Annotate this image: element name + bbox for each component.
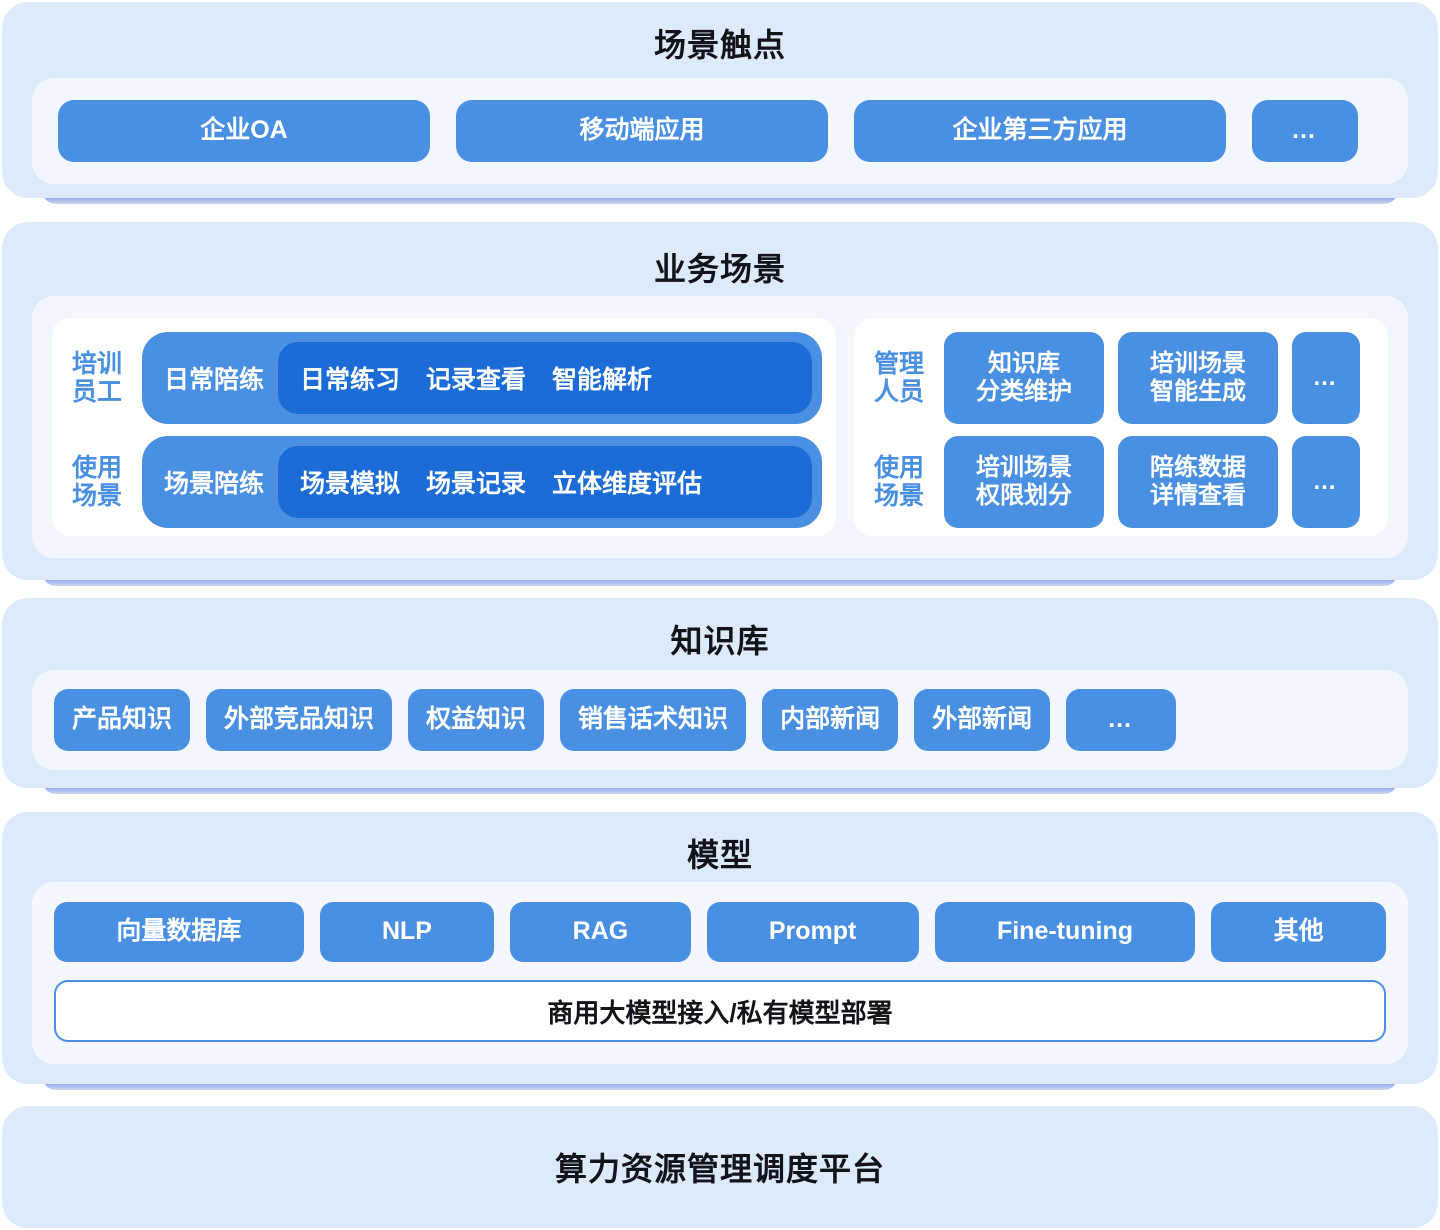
knowledge-item-product-knowledge[interactable]: 产品知识	[54, 689, 191, 751]
knowledge-item-sales-script-knowledge[interactable]: 销售话术知识	[560, 689, 747, 751]
model-item-rag[interactable]: RAG	[510, 902, 691, 962]
model-item-nlp[interactable]: NLP	[319, 902, 495, 962]
knowledge-item-external-competitor-knowledge[interactable]: 外部竞品知识	[206, 689, 393, 751]
knowledge-item-external-news[interactable]: 外部新闻	[914, 689, 1051, 751]
role-label-usage-scenario-right: 使用 场景	[873, 453, 924, 511]
layer-touchpoints: 场景触点 企业OA 移动端应用 企业第三方应用 …	[2, 2, 1438, 198]
usage-row-ellipsis-icon[interactable]: …	[1292, 436, 1360, 528]
touchpoint-item-third-party-app[interactable]: 企业第三方应用	[854, 100, 1226, 162]
usage-item-training-scenario-permission-division[interactable]: 培训场景 权限划分	[944, 436, 1104, 528]
role-label-usage-scenario-left: 使用 场景	[71, 453, 122, 511]
layer-title-compute: 算力资源管理调度平台	[554, 1151, 885, 1187]
model-pill-row: 向量数据库 NLP RAG Prompt Fine-tuning 其他	[54, 902, 1387, 962]
business-card: 培训 员工 日常陪练 日常练习 记录查看 智能解析 使用 场景 场景陪练	[32, 296, 1408, 558]
nested-item-daily-practice[interactable]: 日常练习	[300, 366, 401, 394]
nested-item-smart-analysis[interactable]: 智能解析	[552, 366, 653, 394]
knowledge-ellipsis-icon[interactable]: …	[1066, 689, 1177, 751]
nested-inner-scenario-coaching: 场景模拟 场景记录 立体维度评估	[278, 446, 812, 518]
nested-pill-daily-coaching[interactable]: 日常陪练 日常练习 记录查看 智能解析	[142, 332, 822, 424]
model-item-other[interactable]: 其他	[1211, 902, 1387, 962]
touchpoint-ellipsis-icon[interactable]: …	[1252, 100, 1358, 162]
nested-pill-head-scenario-coaching: 场景陪练	[164, 470, 265, 498]
admin-item-training-scenario-smart-generation[interactable]: 培训场景 智能生成	[1118, 332, 1278, 424]
layer-title-model: 模型	[686, 837, 753, 873]
model-item-prompt[interactable]: Prompt	[706, 902, 919, 962]
knowledge-card: 产品知识 外部竞品知识 权益知识 销售话术知识 内部新闻 外部新闻 …	[32, 670, 1408, 770]
model-card: 向量数据库 NLP RAG Prompt Fine-tuning 其他 商用大模…	[32, 882, 1408, 1064]
role-label-admin-staff: 管理 人员	[873, 349, 924, 407]
usage-item-coaching-data-detail-view[interactable]: 陪练数据 详情查看	[1118, 436, 1278, 528]
touchpoint-item-enterprise-oa[interactable]: 企业OA	[58, 100, 430, 162]
layer-knowledge-base: 知识库 产品知识 外部竞品知识 权益知识 销售话术知识 内部新闻 外部新闻 …	[2, 598, 1438, 788]
business-row-usage-scenario-right: 使用 场景 培训场景 权限划分 陪练数据 详情查看 …	[868, 436, 1374, 528]
business-row-training-employee: 培训 员工 日常陪练 日常练习 记录查看 智能解析	[66, 332, 822, 424]
touchpoints-card: 企业OA 移动端应用 企业第三方应用 …	[32, 78, 1408, 184]
business-row-admin-staff: 管理 人员 知识库 分类维护 培训场景 智能生成 …	[868, 332, 1374, 424]
touchpoint-item-mobile-app[interactable]: 移动端应用	[456, 100, 828, 162]
model-item-vector-database[interactable]: 向量数据库	[54, 902, 304, 962]
nested-pill-head-daily-coaching: 日常陪练	[164, 366, 265, 394]
business-right-subcard: 管理 人员 知识库 分类维护 培训场景 智能生成 … 使用 场景 培训场景 权限…	[854, 318, 1388, 536]
nested-inner-daily-coaching: 日常练习 记录查看 智能解析	[278, 342, 812, 414]
model-deployment-banner: 商用大模型接入/私有模型部署	[54, 980, 1386, 1042]
business-row-usage-scenario-left: 使用 场景 场景陪练 场景模拟 场景记录 立体维度评估	[66, 436, 822, 528]
nested-item-scenario-record[interactable]: 场景记录	[426, 470, 527, 498]
layer-compute-platform: 算力资源管理调度平台	[2, 1106, 1438, 1228]
role-label-training-employee: 培训 员工	[71, 349, 122, 407]
nested-item-multidimensional-assessment[interactable]: 立体维度评估	[552, 470, 703, 498]
admin-row-ellipsis-icon[interactable]: …	[1292, 332, 1360, 424]
knowledge-item-benefits-knowledge[interactable]: 权益知识	[408, 689, 545, 751]
model-item-fine-tuning[interactable]: Fine-tuning	[934, 902, 1196, 962]
knowledge-item-internal-news[interactable]: 内部新闻	[762, 689, 899, 751]
business-left-subcard: 培训 员工 日常陪练 日常练习 记录查看 智能解析 使用 场景 场景陪练	[52, 318, 836, 536]
layer-title-touchpoints: 场景触点	[653, 27, 786, 63]
layer-title-business: 业务场景	[653, 251, 786, 287]
nested-item-record-view[interactable]: 记录查看	[426, 366, 527, 394]
admin-item-knowledge-base-category-maintenance[interactable]: 知识库 分类维护	[944, 332, 1104, 424]
layer-title-knowledge: 知识库	[670, 623, 770, 659]
layer-business-scenarios: 业务场景 培训 员工 日常陪练 日常练习 记录查看 智能解析	[2, 222, 1438, 580]
nested-pill-scenario-coaching[interactable]: 场景陪练 场景模拟 场景记录 立体维度评估	[142, 436, 822, 528]
layer-model: 模型 向量数据库 NLP RAG Prompt Fine-tuning 其他 商…	[2, 812, 1438, 1084]
nested-item-scenario-simulation[interactable]: 场景模拟	[300, 470, 401, 498]
